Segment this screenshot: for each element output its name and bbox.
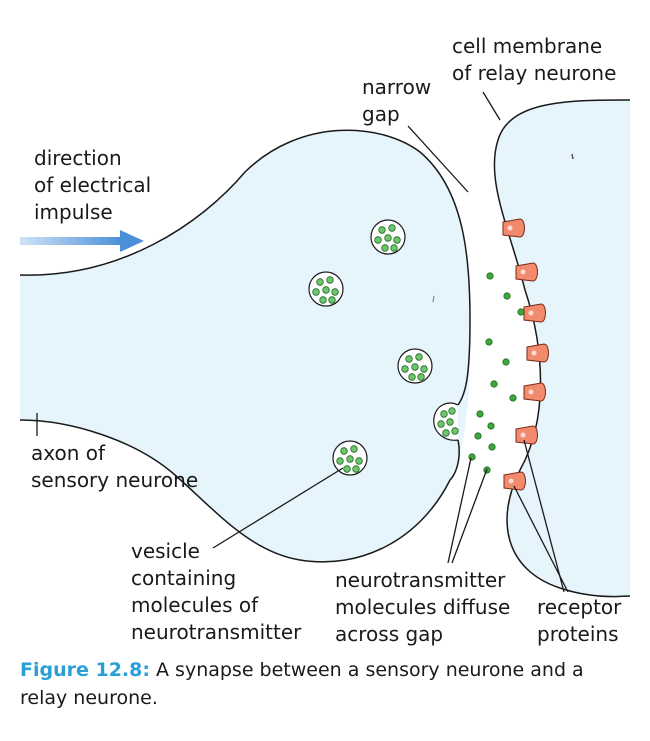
impulse-arrow xyxy=(20,230,144,252)
cell-speck xyxy=(432,295,435,303)
neurotransmitter-molecules xyxy=(468,272,525,474)
receptor-protein xyxy=(523,303,546,323)
label-neurotransmitter: neurotransmitter molecules diffuse acros… xyxy=(335,568,511,646)
label-narrow-gap: narrow gap xyxy=(362,75,432,126)
membrane-speck xyxy=(571,153,574,160)
receptor-protein xyxy=(515,262,538,282)
label-cell-membrane: cell membrane of relay neurone xyxy=(452,34,617,85)
figure-caption: Figure 12.8: A synapse between a sensory… xyxy=(20,656,620,712)
label-vesicle: vesicle containing molecules of neurotra… xyxy=(131,539,302,644)
leader-receptor-2 xyxy=(513,485,569,593)
vesicle xyxy=(397,348,433,384)
sensory-neurone-outline xyxy=(19,129,471,406)
leader-narrow-gap xyxy=(407,125,469,193)
synapse-diagram xyxy=(19,91,631,598)
receptor-protein xyxy=(503,471,526,491)
vesicle xyxy=(370,219,406,255)
leader-neurotransmitter-2 xyxy=(451,468,488,564)
sensory-neurone-outline-lower xyxy=(19,419,460,563)
label-direction-of-impulse: direction of electrical impulse xyxy=(34,146,152,224)
receptor-proteins xyxy=(502,218,549,491)
label-axon-of-sensory-neurone: axon of sensory neurone xyxy=(31,441,199,492)
vesicle xyxy=(308,271,344,307)
leader-receptor-1 xyxy=(523,439,565,593)
receptor-protein xyxy=(515,425,538,445)
receptor-protein xyxy=(526,343,549,363)
receptor-protein xyxy=(502,218,525,238)
caption-text: A synapse between a sensory neurone and … xyxy=(20,659,584,709)
caption-label: Figure 12.8: xyxy=(20,659,150,681)
receptor-protein xyxy=(523,382,546,402)
leader-lines xyxy=(36,91,569,593)
fusing-vesicle xyxy=(433,402,459,441)
label-receptor-proteins: receptor proteins xyxy=(537,595,622,646)
leader-vesicle xyxy=(212,467,344,549)
leader-neurotransmitter-1 xyxy=(447,457,472,564)
relay-neurone-body xyxy=(494,100,630,597)
leader-cell-membrane xyxy=(482,91,501,121)
vesicle xyxy=(332,440,368,476)
